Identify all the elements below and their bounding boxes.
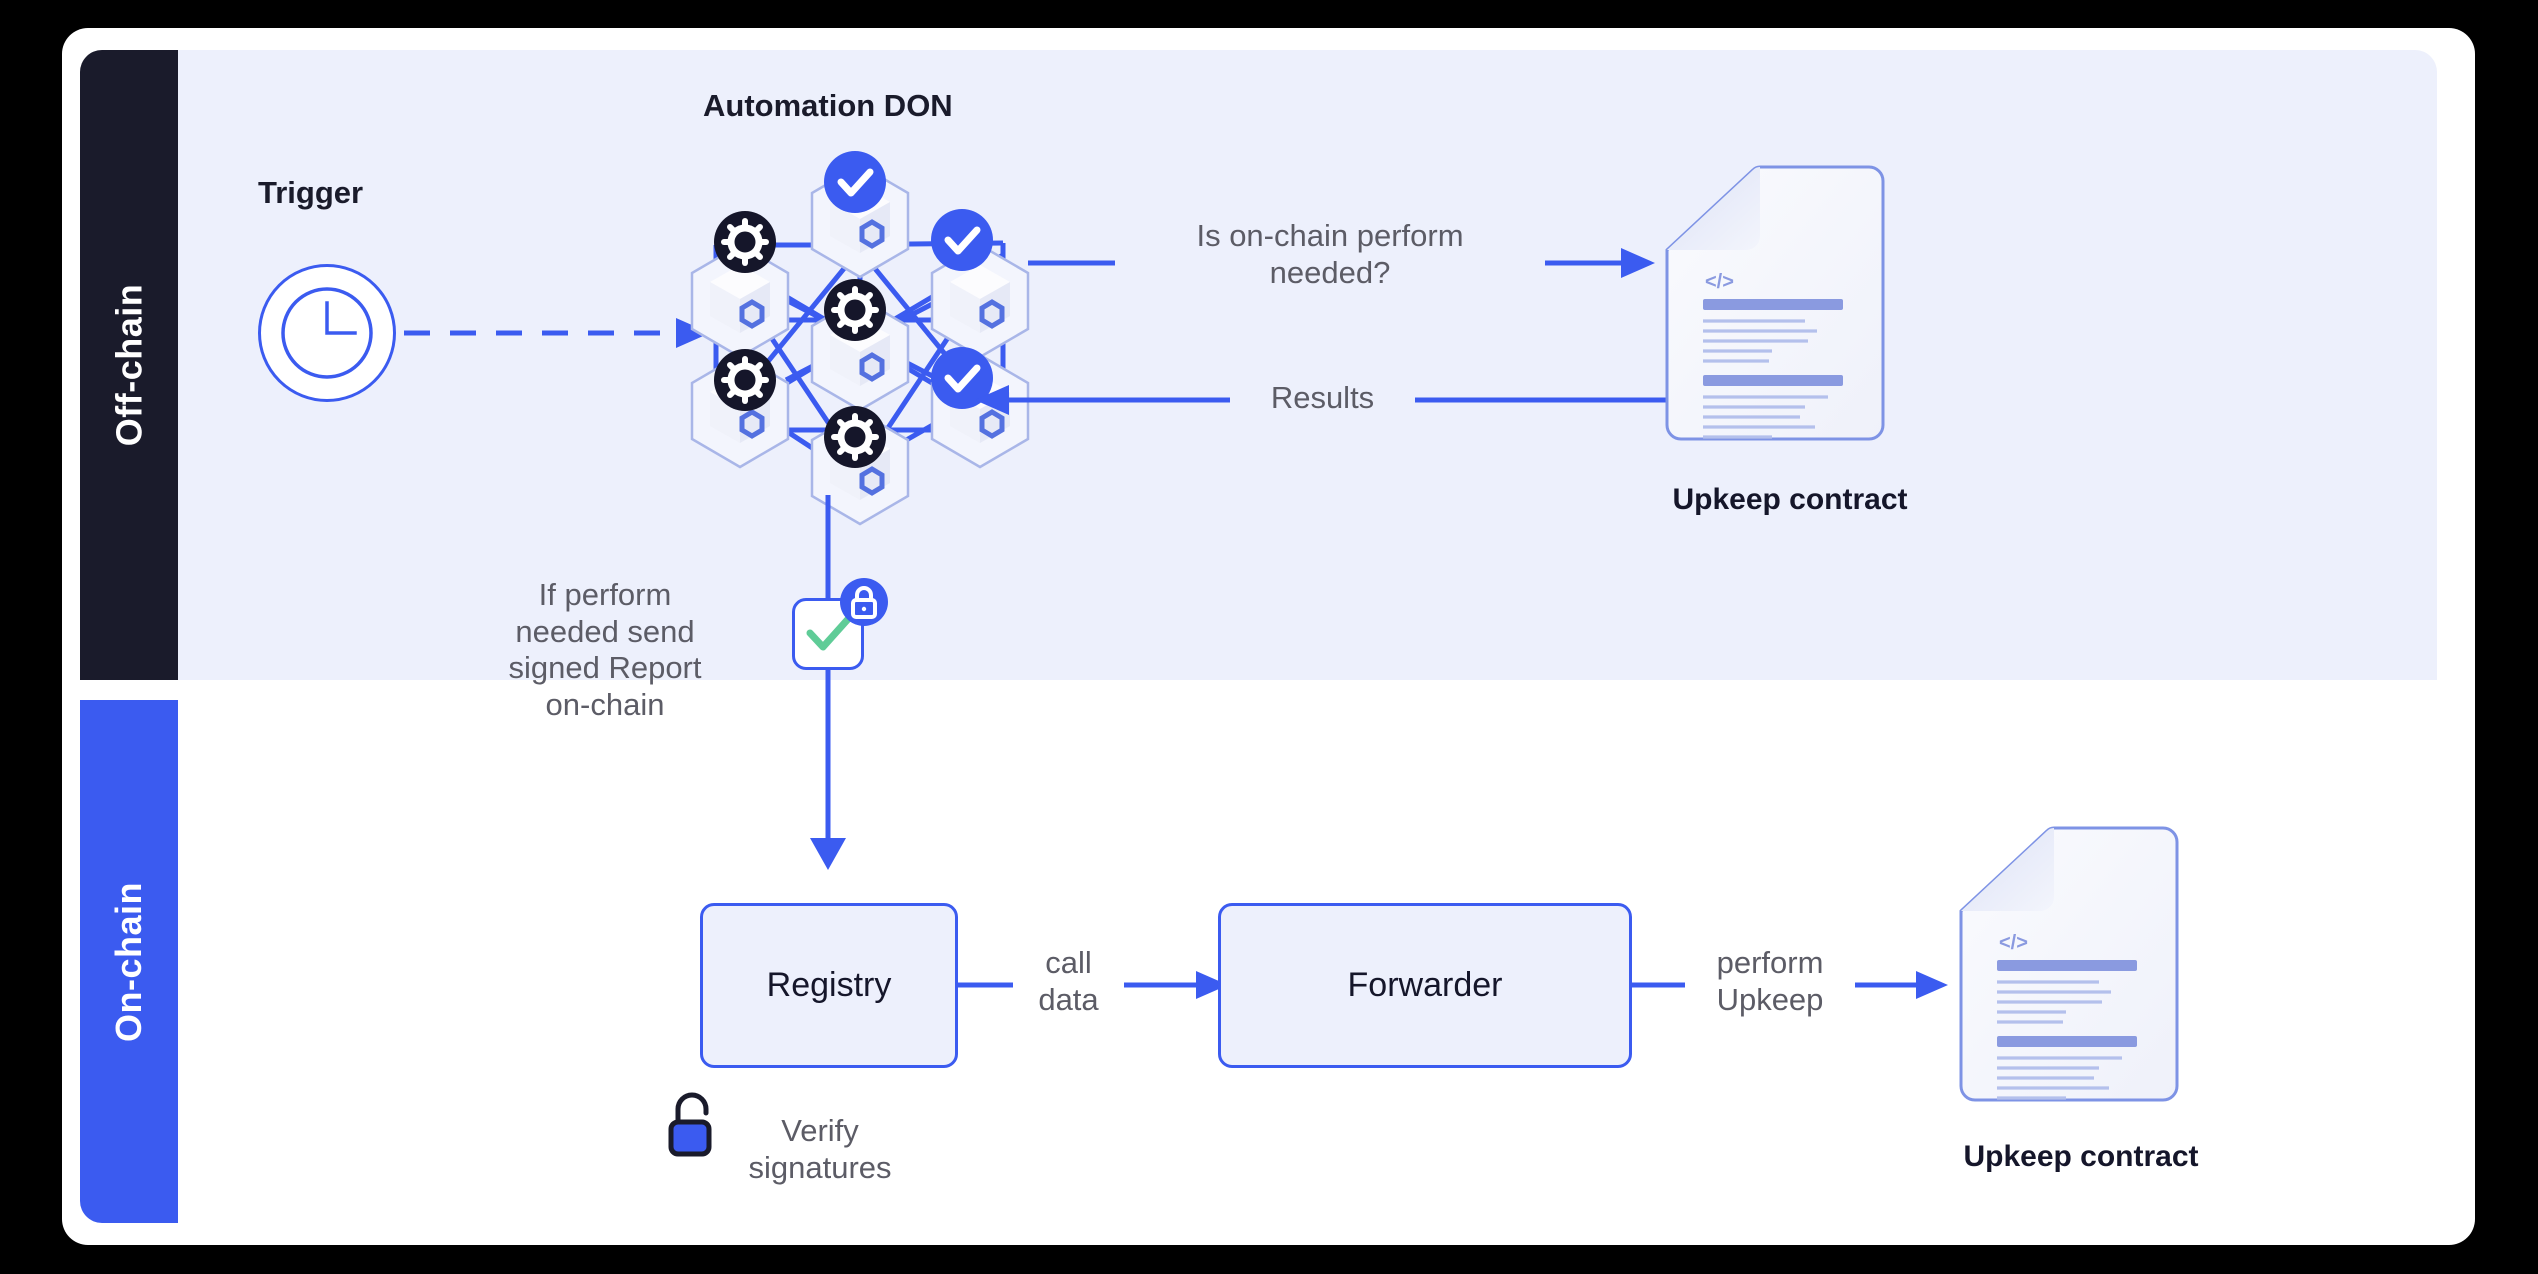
upkeep-contract-caption-onchain: Upkeep contract [1963,1140,2199,1173]
forwarder-label: Forwarder [1347,966,1503,1004]
trigger-clock-ring [258,264,396,402]
registry-box[interactable]: Registry [700,903,958,1068]
results-label: Results [1270,380,1375,415]
question-label: Is on-chain perform needed? [1196,218,1464,290]
registry-label: Registry [766,966,892,1004]
verify-signatures-label: Verify signatures [748,1113,892,1185]
call-data-label: call data [1038,945,1099,1017]
lock-bubble [840,578,888,626]
upkeep-contract-caption-offchain: Upkeep contract [1672,483,1908,516]
band-offchain-label: Off-chain [108,283,149,447]
band-offchain: Off-chain [80,50,178,680]
offchain-panel [178,50,2437,680]
perform-upkeep-label: perform Upkeep [1716,945,1824,1017]
don-title: Automation DON [703,88,953,123]
band-onchain-label: On-chain [108,881,150,1042]
trigger-title: Trigger [258,175,364,210]
forwarder-box[interactable]: Forwarder [1218,903,1632,1068]
band-onchain: On-chain [80,700,178,1223]
signed-report-label: If perform needed send signed Report on-… [508,577,702,722]
